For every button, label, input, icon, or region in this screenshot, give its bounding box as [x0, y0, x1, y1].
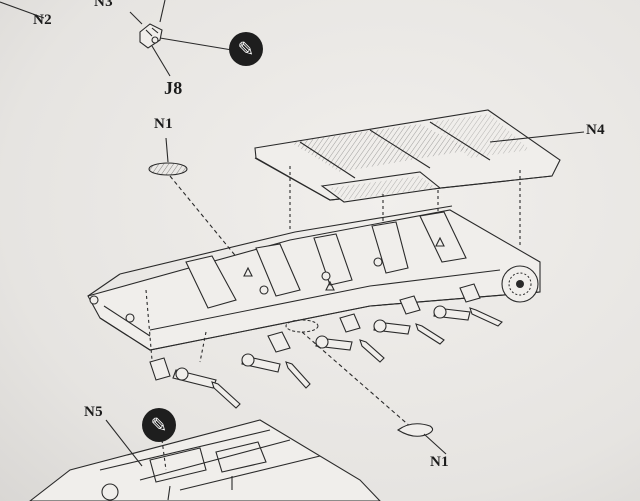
label-n4: N4 [586, 122, 605, 138]
part-j8 [139, 23, 163, 49]
n1-target-outline [285, 319, 319, 333]
bottom-guide-line [161, 439, 167, 471]
part-hull-side [87, 205, 541, 351]
part-n4-deck [254, 109, 561, 203]
j8-knife-leader [159, 37, 233, 51]
n1-bottom-leader [423, 433, 447, 455]
n3-leader-line [129, 11, 143, 25]
part-n1-bottom [397, 423, 434, 437]
top-leader-line [159, 0, 166, 23]
n1-top-leader [165, 137, 169, 163]
hobby-knife-icon: ✎ [229, 32, 263, 66]
part-n5-hull-bottom [29, 419, 381, 501]
n5-leader-line [105, 419, 143, 467]
suspension-arms [145, 283, 503, 409]
hull-arrows [243, 236, 445, 291]
n2-leader-line [0, 1, 45, 19]
label-n3: N3 [94, 0, 113, 10]
n1-bottom-guide [301, 331, 413, 429]
hobby-knife-icon: ✎ [142, 408, 176, 442]
label-n1-top: N1 [154, 116, 173, 132]
label-n5: N5 [84, 404, 103, 420]
label-j8: J8 [164, 78, 183, 98]
label-n1-bottom: N1 [430, 454, 449, 470]
n4-leader-line [489, 131, 585, 143]
j8-leader-line [151, 45, 171, 77]
part-n1-top [148, 162, 188, 176]
label-n2: N2 [33, 12, 52, 28]
